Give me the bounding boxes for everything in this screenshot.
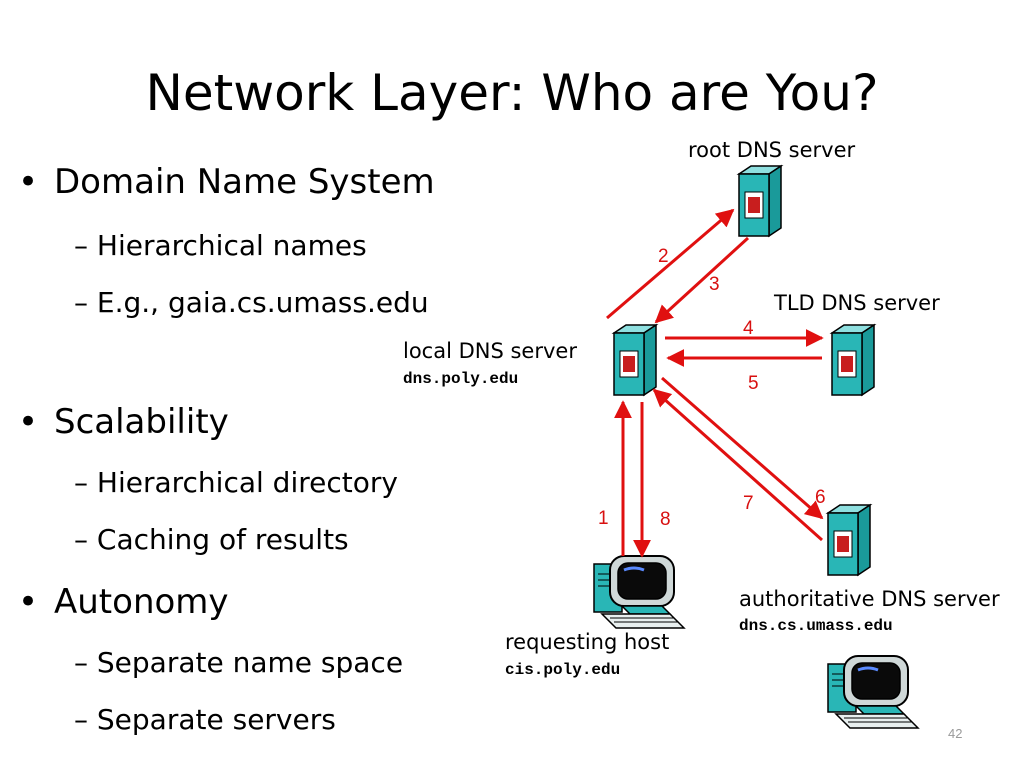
- authoritative-server-hostname: dns.cs.umass.edu: [739, 617, 893, 635]
- root-server-icon: [738, 165, 782, 237]
- local-server-icon: [613, 324, 657, 396]
- bullet-dot: •: [18, 402, 39, 442]
- root-server-label: root DNS server: [688, 138, 856, 162]
- bullet-dot: •: [18, 582, 39, 622]
- step-number-7: 7: [743, 493, 754, 514]
- step-number-6: 6: [815, 487, 826, 508]
- bullet-dot: •: [18, 162, 39, 202]
- step-number-3: 3: [709, 274, 720, 295]
- sub-bullet-item: – Hierarchical names: [74, 229, 367, 262]
- tld-server-icon: [831, 324, 875, 396]
- tld-server-label: TLD DNS server: [774, 291, 940, 315]
- sub-bullet-item: – Separate name space: [74, 646, 404, 679]
- step-number-1: 1: [598, 508, 609, 529]
- step-number-2: 2: [658, 246, 669, 267]
- step-number-8: 8: [660, 509, 671, 530]
- sub-bullet-item: – Separate servers: [74, 703, 336, 736]
- extra-computer-icon: [826, 654, 920, 730]
- page-number: 42: [948, 726, 963, 741]
- bullet-text: Autonomy: [54, 582, 229, 622]
- local-server-hostname: dns.poly.edu: [403, 370, 519, 388]
- arrow-step-2: [606, 208, 735, 320]
- requesting-host-label: requesting host: [505, 630, 670, 654]
- requesting-host-hostname: cis.poly.edu: [505, 661, 621, 679]
- arrow-step-6: [661, 376, 824, 520]
- arrow-step-3: [654, 236, 750, 324]
- bullet-text: Scalability: [54, 402, 229, 442]
- requesting-host-computer-icon: [592, 554, 686, 630]
- sub-bullet-item: – Hierarchical directory: [74, 466, 398, 499]
- authoritative-server-label: authoritative DNS server: [739, 587, 1000, 611]
- step-number-5: 5: [748, 373, 759, 394]
- local-server-label: local DNS server: [403, 339, 577, 363]
- bullet-text: Domain Name System: [54, 162, 435, 202]
- slide-title: Network Layer: Who are You?: [145, 64, 879, 122]
- sub-bullet-item: – Caching of results: [74, 523, 349, 556]
- authoritative-server-icon: [827, 504, 871, 576]
- sub-bullet-item: – E.g., gaia.cs.umass.edu: [74, 286, 429, 319]
- step-number-4: 4: [743, 318, 754, 339]
- arrow-step-7: [652, 388, 823, 542]
